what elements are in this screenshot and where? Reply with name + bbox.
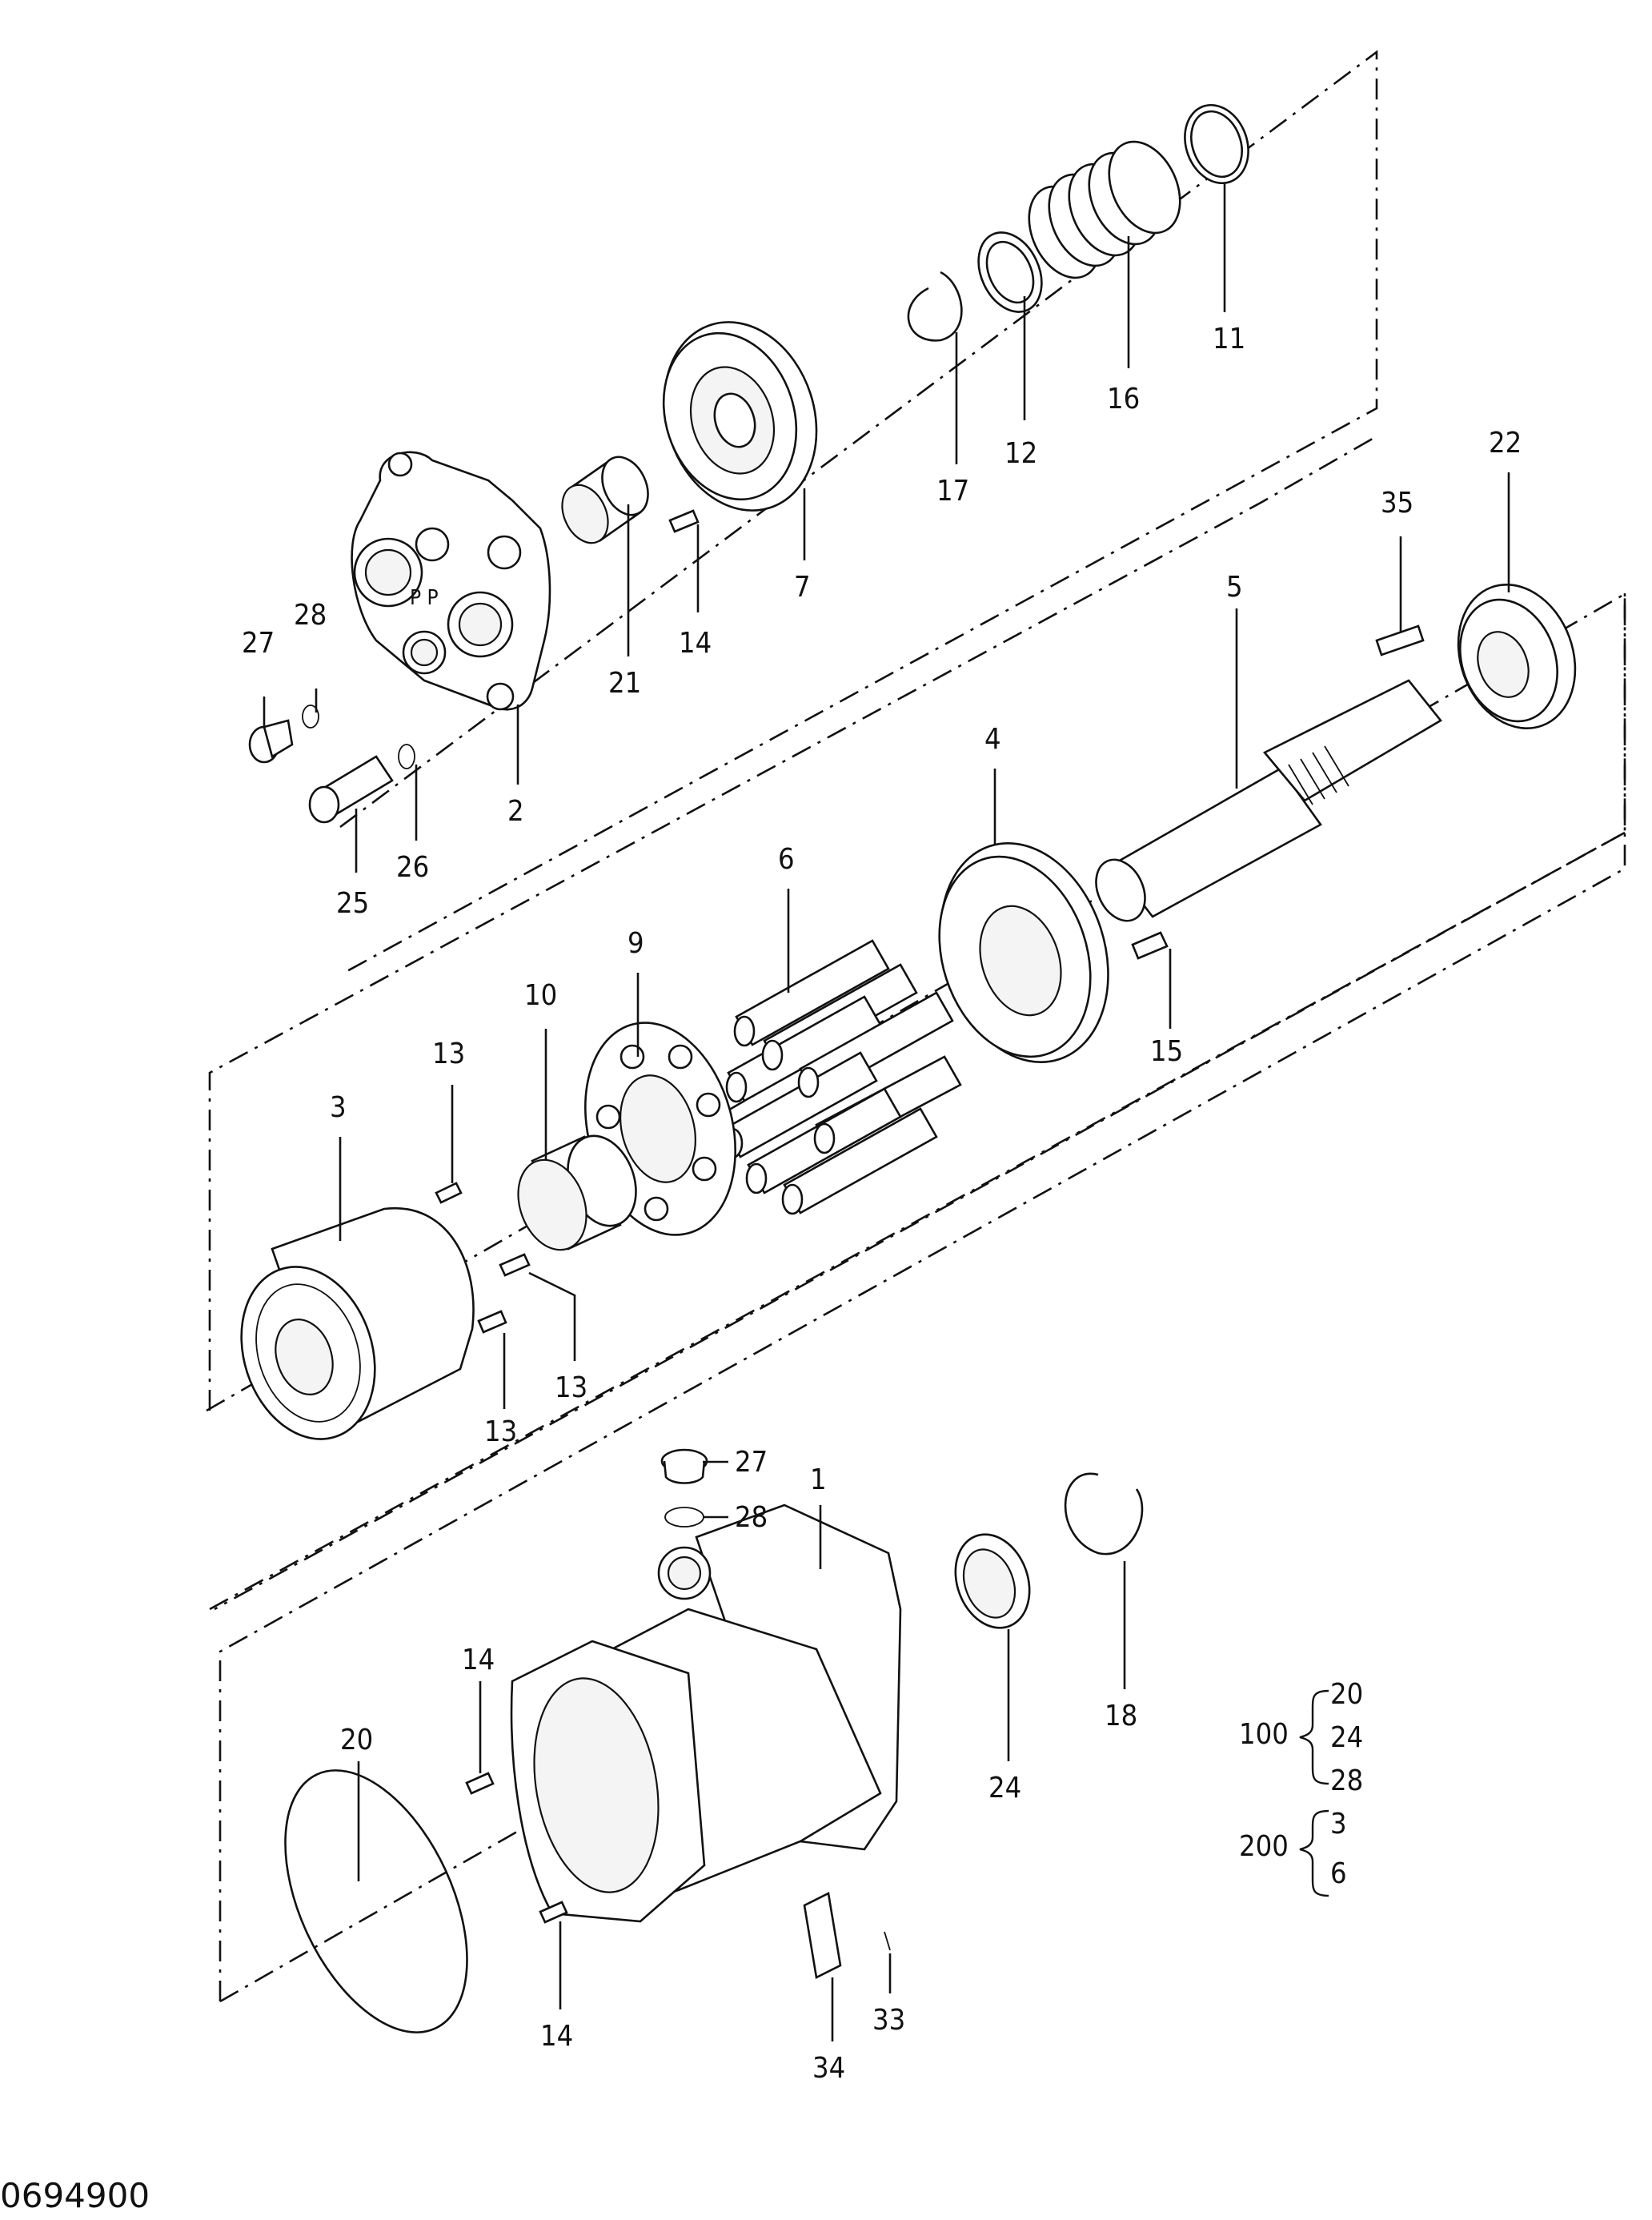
part-label: 6 xyxy=(778,843,795,876)
part-13-pins xyxy=(435,1182,531,1334)
part-24-washer xyxy=(954,1533,1031,1629)
part-7-valve-plate xyxy=(662,321,818,512)
part-35-key xyxy=(1375,624,1425,656)
part-15-pin xyxy=(1131,931,1169,960)
part-label: 18 xyxy=(1105,1700,1137,1732)
part-label: 4 xyxy=(984,723,1001,756)
part-18-snap-ring xyxy=(1064,1472,1144,1556)
part-label: 28 xyxy=(294,599,327,632)
part-label: 16 xyxy=(1107,383,1140,415)
part-label: 20 xyxy=(340,1724,373,1756)
part-27-plug-lower xyxy=(660,1448,708,1484)
part-label: 14 xyxy=(679,627,712,660)
kit-200-number: 200 xyxy=(1239,1830,1289,1863)
part-17-snap-ring xyxy=(907,271,963,342)
part-label: 7 xyxy=(794,571,811,604)
part-25-screw xyxy=(308,755,394,824)
part-21-needle-bearing xyxy=(561,456,649,544)
part-12-washer xyxy=(977,231,1043,313)
part-label: 22 xyxy=(1489,427,1522,460)
part-28-o-ring-lower xyxy=(664,1507,704,1528)
part-label: 9 xyxy=(628,927,644,960)
part-label: 21 xyxy=(608,667,641,700)
part-label: 17 xyxy=(936,475,969,508)
part-33-screw xyxy=(884,1931,891,1951)
part-22-ball-bearing xyxy=(1457,583,1577,730)
part-label: 12 xyxy=(1004,437,1037,470)
part-20-o-ring xyxy=(284,1769,468,2033)
part-number-labels: 11 16 12 17 7 14 21 28 27 2 26 25 22 35 … xyxy=(242,323,1522,2085)
part-3-cylinder-block xyxy=(240,1206,475,1440)
part-label: 35 xyxy=(1381,487,1413,520)
part-34-name-plate xyxy=(803,1892,842,1979)
kit-legend: 100 20 24 28 200 3 6 xyxy=(1239,1678,1363,1897)
part-label: 1 xyxy=(810,1463,827,1496)
part-28-o-ring-top xyxy=(302,705,319,729)
part-label: 11 xyxy=(1213,323,1245,355)
part-26-ring xyxy=(398,744,415,769)
part-label: 3 xyxy=(330,1091,347,1124)
kit-100-item: 28 xyxy=(1330,1764,1363,1797)
part-label: 13 xyxy=(484,1415,517,1448)
part-10-bushing xyxy=(517,1134,637,1251)
part-label: 15 xyxy=(1150,1035,1183,1068)
svg-text:P P: P P xyxy=(410,586,439,610)
part-label: 13 xyxy=(555,1371,587,1404)
part-label: 27 xyxy=(242,627,275,660)
part-6-pistons xyxy=(721,939,962,1215)
part-label: 2 xyxy=(507,795,524,828)
part-label: 28 xyxy=(735,1501,768,1534)
part-16-spring xyxy=(1028,140,1181,279)
kit-100-item: 24 xyxy=(1330,1721,1363,1754)
part-label: 5 xyxy=(1226,571,1243,604)
part-label: 33 xyxy=(872,2004,905,2037)
part-label: 26 xyxy=(396,851,429,884)
kit-100-item: 20 xyxy=(1330,1678,1363,1711)
part-label: 24 xyxy=(988,1772,1021,1805)
motor-head-cover: P P xyxy=(351,451,551,711)
kit-200-item: 6 xyxy=(1330,1857,1347,1890)
part-label: 27 xyxy=(735,1446,768,1479)
part-label: 25 xyxy=(336,887,369,920)
part-5-shaft xyxy=(1095,679,1442,922)
part-1-housing xyxy=(510,1503,902,1923)
part-11-retaining-ring xyxy=(1184,103,1249,185)
part-label: 13 xyxy=(432,1038,465,1070)
part-label: 14 xyxy=(540,2020,573,2053)
document-id: 0694900 xyxy=(0,2176,150,2215)
kit-200-item: 3 xyxy=(1330,1808,1347,1841)
kit-100-number: 100 xyxy=(1239,1718,1289,1751)
part-label: 34 xyxy=(812,2052,845,2085)
part-label: 10 xyxy=(524,979,557,1012)
part-4-swash-plate xyxy=(938,842,1109,1063)
leader-lines xyxy=(263,184,1510,2041)
part-27-plug-top xyxy=(248,719,294,764)
part-14-pin-top xyxy=(668,509,700,533)
part-label: 14 xyxy=(462,1644,495,1676)
part-14-pins-lower xyxy=(465,1772,568,1924)
